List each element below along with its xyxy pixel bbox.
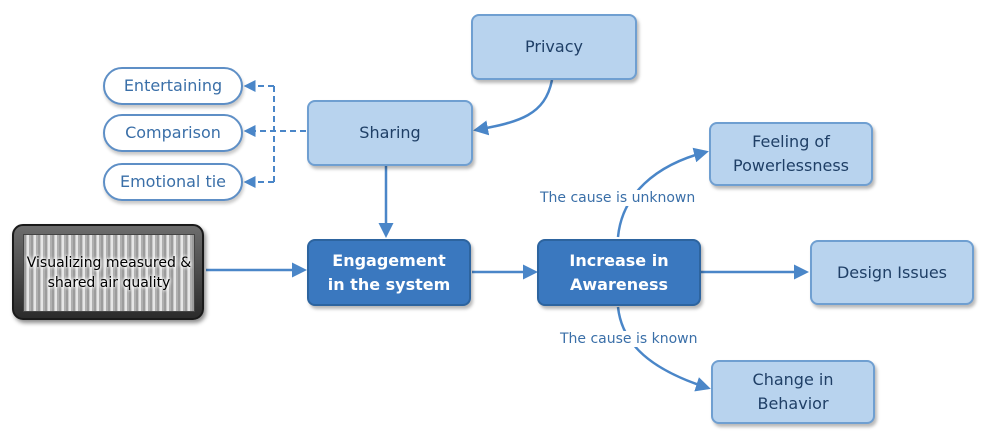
node-visualizing-label: Visualizing measured & shared air qualit… [26, 255, 192, 291]
node-change-behavior: Change in Behavior [711, 360, 875, 424]
phone-screen: Visualizing measured & shared air qualit… [23, 234, 195, 312]
node-engagement: Engagement in the system [307, 239, 471, 306]
node-emotional-tie: Emotional tie [103, 163, 243, 201]
node-powerlessness: Feeling of Powerlessness [709, 122, 873, 186]
label-cause-unknown: The cause is unknown [537, 190, 699, 206]
node-awareness: Increase in Awareness [537, 239, 701, 306]
phone-visualization-image: Visualizing measured & shared air qualit… [12, 224, 204, 320]
node-sharing: Sharing [307, 100, 473, 166]
label-cause-known: The cause is known [557, 331, 701, 347]
node-entertaining: Entertaining [103, 67, 243, 105]
node-privacy: Privacy [471, 14, 637, 80]
arrow-privacy-to-sharing [473, 79, 554, 136]
node-comparison: Comparison [103, 114, 243, 152]
node-design-issues: Design Issues [810, 240, 974, 305]
arrow-awareness-to-change [616, 306, 711, 392]
arrow-awareness-to-powerlessness [616, 147, 709, 238]
